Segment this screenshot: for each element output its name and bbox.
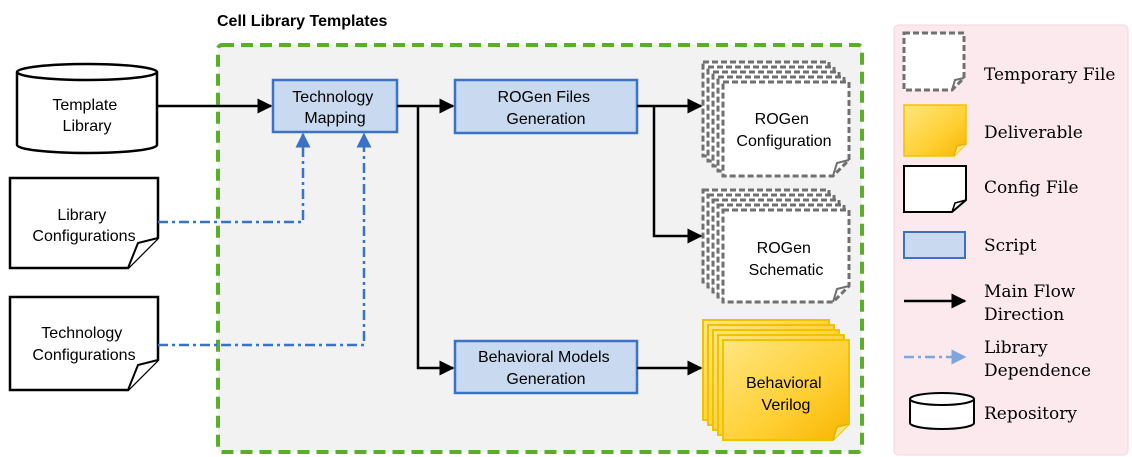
legend-library-dependence-label-2: Dependence <box>984 361 1091 381</box>
legend-temporary-file-label: Temporary File <box>984 65 1115 85</box>
svg-text:ROGen Files Generation: ROGen Files Generation <box>498 89 595 128</box>
rogen-files-generation-label-2: Generation <box>506 111 585 128</box>
svg-text:Technology Configuration: Technology Configurations <box>32 325 135 364</box>
library-dependence-arrows <box>158 132 372 347</box>
behavioral-models-generation-label-2: Generation <box>506 371 585 388</box>
technology-configurations-label-1: Technology <box>41 325 122 342</box>
technology-mapping-script: Technology Mapping <box>271 78 399 134</box>
legend-script-label: Script <box>984 236 1037 256</box>
technology-mapping-label-1: Technology <box>292 89 373 106</box>
legend-repository-label: Repository <box>984 404 1077 424</box>
svg-text:Technology Mapping: Technology Mapping <box>292 89 377 127</box>
library-configurations-file: Library Configurations <box>8 176 160 270</box>
region-title: Cell Library Templates <box>217 13 388 30</box>
svg-text:Behavioral Verilog: Behavioral Verilog <box>746 375 826 414</box>
rogen-configuration-temp-stack: ROGen Configuration <box>701 60 851 178</box>
behavioral-verilog-label-2: Verilog <box>762 397 811 414</box>
behavioral-models-generation-script: Behavioral Models Generation <box>453 339 639 395</box>
behavioral-verilog-deliverable-stack: Behavioral Verilog <box>702 319 850 441</box>
legend-library-dependence-label-1: Library <box>984 338 1048 358</box>
rogen-schematic-label-2: Schematic <box>749 262 824 279</box>
svg-text:Template Library: Template Library <box>52 97 121 135</box>
technology-mapping-label-2: Mapping <box>304 110 365 127</box>
behavioral-verilog-label-1: Behavioral <box>746 375 822 392</box>
rogen-schematic-temp-stack: ROGen Schematic <box>701 188 851 304</box>
technology-configurations-label-2: Configurations <box>32 347 135 364</box>
svg-text:Main Flow Direction: Main Flow Direction <box>984 282 1081 325</box>
legend-script: Script <box>903 231 1037 259</box>
legend-main-flow-label-1: Main Flow <box>984 282 1076 302</box>
svg-text:Library Dependence: Library Dependence <box>984 338 1091 381</box>
svg-text:Behavioral Models Genera: Behavioral Models Generation <box>478 349 614 388</box>
rogen-configuration-label-1: ROGen <box>755 111 809 128</box>
template-library-repository: Template Library <box>15 62 159 155</box>
dependence-technology-config-to-mapping <box>158 132 372 347</box>
flow-rogen-to-schematic <box>652 106 703 244</box>
svg-text:ROGen Schematic: ROGen Schematic <box>749 240 824 279</box>
library-configurations-label-1: Library <box>57 207 106 224</box>
legend-main-flow: Main Flow Direction <box>904 282 1081 325</box>
behavioral-models-generation-label-1: Behavioral Models <box>478 349 610 366</box>
dependence-library-config-to-mapping <box>158 132 311 224</box>
legend-deliverable-label: Deliverable <box>984 123 1083 143</box>
template-library-label-2: Library <box>63 118 112 135</box>
legend-config-file-label: Config File <box>984 178 1079 198</box>
cell-library-region <box>216 43 864 454</box>
legend-library-dependence: Library Dependence <box>904 338 1091 381</box>
flow-mapping-to-behavioral <box>416 106 455 376</box>
rogen-configuration-label-2: Configuration <box>736 133 831 150</box>
rogen-files-generation-script: ROGen Files Generation <box>453 78 639 135</box>
legend-config-file: Config File <box>903 165 1079 213</box>
svg-text:Library Configurations: Library Configurations <box>32 207 135 245</box>
legend-main-flow-label-2: Direction <box>984 305 1064 325</box>
svg-text:ROGen Configuration: ROGen Configuration <box>736 111 831 150</box>
library-configurations-label-2: Configurations <box>32 228 135 245</box>
legend-temporary-file: Temporary File <box>902 31 1115 92</box>
legend-repository: Repository <box>909 392 1077 430</box>
rogen-files-generation-label-1: ROGen Files <box>498 89 590 106</box>
legend-deliverable: Deliverable <box>903 104 1083 157</box>
template-library-label-1: Template <box>52 97 117 114</box>
rogen-schematic-label-1: ROGen <box>757 240 811 257</box>
technology-configurations-file: Technology Configurations <box>8 295 160 392</box>
main-flow-arrows <box>157 98 703 376</box>
